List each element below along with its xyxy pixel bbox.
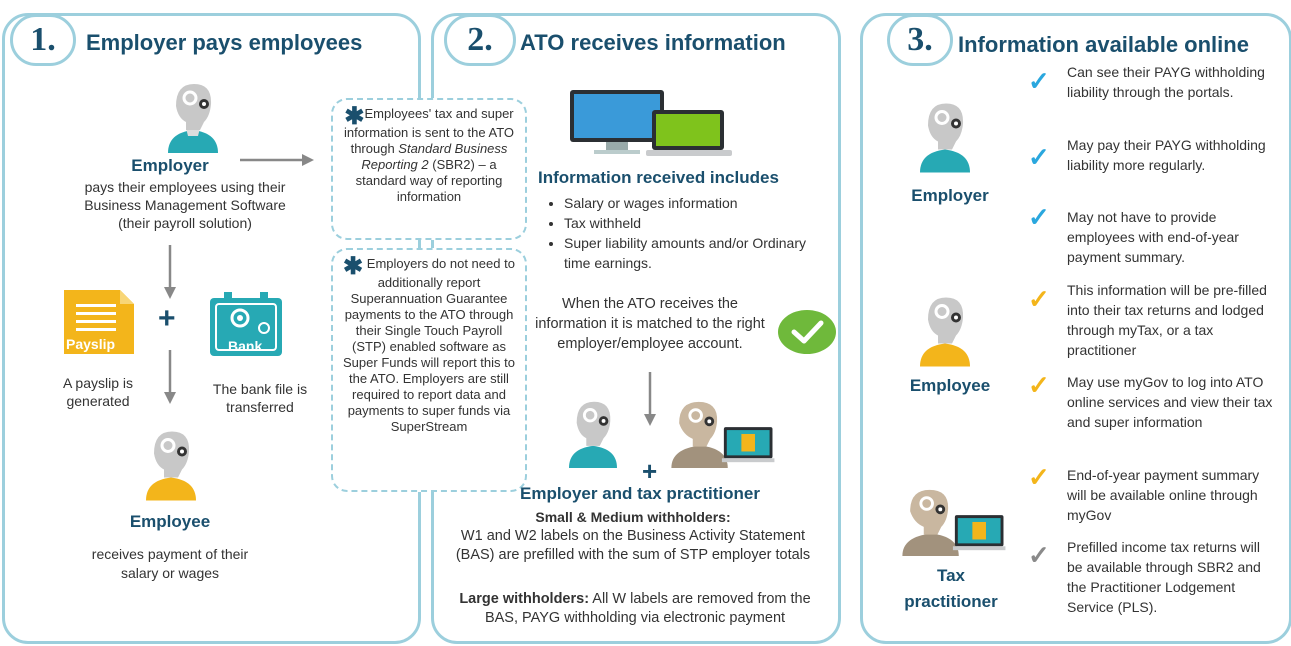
tax-practitioner-icon [902,489,1006,556]
employer-and-practitioner-label: Employer and tax practitioner [520,484,760,503]
panel3-employer-label: Employer [911,186,989,205]
panel3-practitioner-label: Tax practitioner [904,566,998,611]
asterisk-icon: ✱ [343,253,364,280]
panel3-title: Information available online [958,32,1249,57]
plus-sign: + [642,456,658,486]
check-icon: ✓ [1028,202,1050,232]
check-icon: ✓ [1028,66,1050,96]
employee-description: receives payment of their salary or wage… [91,546,249,581]
superstream-note: ✱ Employers do not need to additionally … [331,248,527,492]
arrow-down-icon [644,372,656,426]
large-withholders-heading: Large withholders: [459,591,590,607]
computer-laptop-icon [570,90,732,156]
checklist-item: End-of-year payment summary will be avai… [1067,467,1260,523]
large-withholders-body: All W labels are removed from the BAS, P… [484,591,811,626]
info-bullets: Salary or wages information Tax withheld… [540,193,824,273]
tax-practitioner-icon [671,401,775,468]
asterisk-icon: ✱ [344,103,365,130]
info-heading: Information received includes [538,168,779,187]
employer-person-icon [569,401,617,468]
note1-text-italic: Standard Business Reporting 2 [361,141,508,172]
employee-person-icon [146,431,196,501]
check-icon: ✓ [1028,284,1050,314]
arrow-down-icon [164,350,176,404]
checklist-item: Can see their PAYG withholding liability… [1067,64,1265,100]
note1-text-a: Employees' tax and super information is … [343,106,515,156]
payslip-icon-label: Payslip [66,336,116,352]
employer-person-icon [920,103,970,173]
checklist-item: This information will be pre-filled into… [1067,282,1267,358]
checklist-item: Prefilled income tax returns will be ava… [1067,539,1261,615]
panel3-employee-label: Employee [909,376,991,395]
bullet-item: Tax withheld [564,213,824,233]
arrow-right-icon [240,154,314,166]
step-number-3: 3. [887,14,953,66]
bank-icon-label: Bank [228,338,263,354]
employer-person-icon [168,84,218,153]
matched-text: When the ATO receives the information it… [535,296,765,352]
check-icon: ✓ [1028,540,1050,570]
employee-person-icon [920,297,970,367]
small-withholders-text: W1 and W2 labels on the Business Activit… [455,528,811,563]
bullet-item: Salary or wages information [564,193,824,213]
sbr2-note: ✱Employees' tax and super information is… [331,98,527,240]
note1-text-b: (SBR2) – a standard way of reporting inf… [355,157,503,204]
check-icon: ✓ [1028,370,1050,400]
small-withholders-heading: Small & Medium withholders: [535,509,731,525]
note2-text: Employers do not need to additionally re… [343,256,515,434]
panel1-title: Employer pays employees [86,30,363,55]
bank-description: The bank file is transferred [212,381,308,415]
checklist-item: May not have to provide employees with e… [1067,209,1239,265]
bullet-item: Super liability amounts and/or Ordinary … [564,233,824,273]
employee-label: Employee [129,512,211,531]
checklist-item: May pay their PAYG withholding liability… [1067,137,1266,173]
employer-label: Employer [131,156,209,175]
bank-icon [210,292,282,356]
check-circle-icon [778,310,836,354]
payslip-icon [64,290,134,354]
check-icon: ✓ [1028,462,1050,492]
check-icon: ✓ [1028,142,1050,172]
large-withholders-text: Large withholders: All W labels are remo… [452,590,818,628]
step-number-2: 2. [444,14,516,66]
payslip-description: A payslip is generated [62,375,134,409]
arrow-down-icon [164,245,176,299]
checklist-item: May use myGov to log into ATO online ser… [1067,374,1273,430]
panel2-title: ATO receives information [520,30,786,55]
employer-description: pays their employees using their Busines… [84,179,286,231]
plus-sign: + [158,302,176,335]
step-number-1: 1. [10,14,76,66]
